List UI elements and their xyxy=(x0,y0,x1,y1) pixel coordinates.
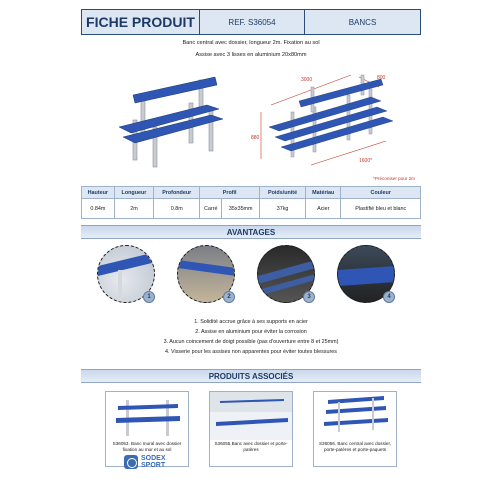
advantages-list: 1. Solidité accrue grâce à ses supports … xyxy=(81,315,421,365)
specs-table: Hauteur Longueur Profondeur Profil Poids… xyxy=(81,186,421,219)
sheet-header: FICHE PRODUIT REF. S36054 BANCS xyxy=(81,9,421,35)
spec-header: Longueur xyxy=(113,186,155,199)
sheet-title: FICHE PRODUIT xyxy=(82,10,200,34)
product-images: 3000 800 880 1600* *Préconiser pour 2m xyxy=(81,65,421,183)
screw-detail-image xyxy=(338,266,394,286)
dimension-drawing: 3000 800 880 1600* xyxy=(251,74,394,166)
spec-value: Plastifié bleu et blanc xyxy=(340,198,421,219)
spec-value: 0.84m xyxy=(81,198,115,219)
spec-value: Acier xyxy=(305,198,342,219)
specs-value-row: 0.84m 2m 0.8m Carré 35x35mm 37kg Acier P… xyxy=(81,198,421,219)
related-heading: PRODUITS ASSOCIÉS xyxy=(81,369,421,383)
advantage-item: 2. Assise en aluminium pour éviter la co… xyxy=(195,329,307,335)
specs-header-row: Hauteur Longueur Profondeur Profil Poids… xyxy=(81,186,421,199)
logo-line-1: SODEX xyxy=(141,455,166,462)
spec-header: Couleur xyxy=(340,186,421,199)
logo-line-2: SPORT xyxy=(141,462,166,469)
spec-header: Profondeur xyxy=(153,186,201,199)
spec-header: Matériau xyxy=(305,186,342,199)
related-products: S36053. Banc mural avec dossier fixation… xyxy=(81,383,421,473)
spec-header: Profil xyxy=(199,186,261,199)
seat-detail-image xyxy=(178,260,234,276)
related-product-card[interactable]: S36053. Banc mural avec dossier fixation… xyxy=(105,391,189,467)
advantages-heading: AVANTAGES xyxy=(81,225,421,239)
advantage-number: 4 xyxy=(383,291,395,303)
spec-value: 35x35mm xyxy=(221,198,261,219)
advantage-photo-4 xyxy=(337,245,395,303)
product-description: Banc central avec dossier, longueur 2m. … xyxy=(81,35,421,65)
related-product-caption: S36056. Banc central avec dossier, porte… xyxy=(318,441,391,452)
related-product-card[interactable]: S36056. Banc central avec dossier, porte… xyxy=(313,391,397,467)
product-category: BANCS xyxy=(305,10,420,34)
spec-value: 37kg xyxy=(259,198,307,219)
dim-depth: 800 xyxy=(377,75,386,81)
spec-value: Carré xyxy=(199,198,223,219)
advantage-photos: 1 2 3 4 xyxy=(81,239,421,315)
related-product-image xyxy=(106,392,188,440)
brand-logo: SODEX SPORT xyxy=(124,455,166,469)
description-line-1: Banc central avec dossier, longueur 2m. … xyxy=(182,40,320,46)
related-product-caption: S36055.Banc avec dossier et porte-patère… xyxy=(214,441,288,452)
gap-detail-image xyxy=(258,260,314,296)
advantage-number: 1 xyxy=(143,291,155,303)
spec-value: 2m xyxy=(113,198,155,219)
bench-photo xyxy=(118,76,224,168)
description-line-2: Assise avec 3 lisses en aluminium 20x80m… xyxy=(195,52,307,58)
spec-header: Poids/unité xyxy=(259,186,307,199)
dim-extra: 1600* xyxy=(359,158,372,164)
advantage-item: 4. Visserie pour les assises non apparen… xyxy=(165,349,337,355)
product-sheet: FICHE PRODUIT REF. S36054 BANCS Banc cen… xyxy=(81,9,421,493)
logo-icon xyxy=(124,455,138,469)
product-reference: REF. S36054 xyxy=(200,10,305,34)
related-product-card[interactable]: S36055.Banc avec dossier et porte-patère… xyxy=(209,391,293,467)
related-product-caption: S36053. Banc mural avec dossier fixation… xyxy=(112,441,182,452)
advantage-item: 1. Solidité accrue grâce à ses supports … xyxy=(194,319,308,325)
footnote: *Préconiser pour 2m xyxy=(373,176,415,181)
advantage-number: 3 xyxy=(303,291,315,303)
advantage-number: 2 xyxy=(223,291,235,303)
related-product-image xyxy=(314,392,396,440)
dim-height: 880 xyxy=(251,135,260,141)
dim-length: 3000 xyxy=(301,77,312,83)
spec-value: 0.8m xyxy=(153,198,201,219)
advantage-photo-3 xyxy=(257,245,315,303)
bench-detail-image xyxy=(98,252,154,302)
advantage-item: 3. Aucun coincement de doigt possible (p… xyxy=(163,339,339,345)
spec-header: Hauteur xyxy=(81,186,115,199)
related-product-image xyxy=(210,392,292,440)
